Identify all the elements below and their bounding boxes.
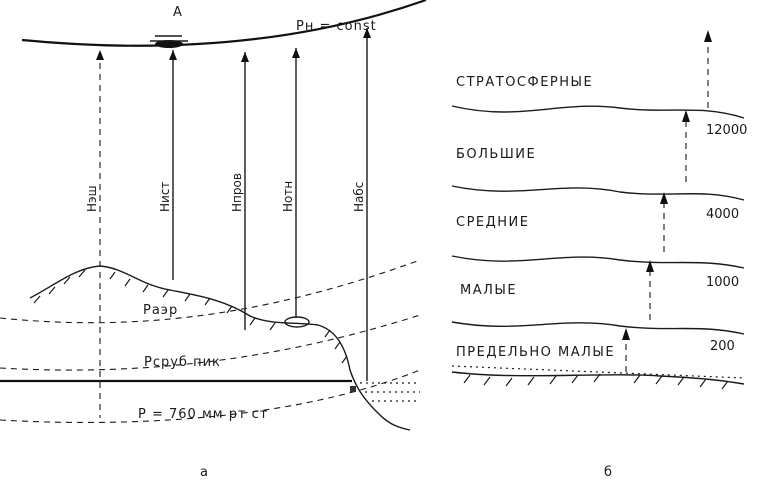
reference-pressure-level xyxy=(0,314,421,371)
altitude-4000: 4000 xyxy=(706,207,739,222)
aircraft-label: A xyxy=(173,5,183,20)
standard-level-label: P = 760 мм рт ст xyxy=(138,407,268,422)
terrain-hatching xyxy=(33,269,348,364)
pressure-label: Pн = const xyxy=(296,19,377,34)
boundary-200 xyxy=(451,321,745,335)
aerodrome-level-label: Pаэр xyxy=(143,303,178,318)
category-high: БОЛЬШИЕ xyxy=(456,147,536,162)
height-arrow-1 xyxy=(96,50,104,60)
terrain-line xyxy=(29,265,411,431)
arrow-head-stratosphere xyxy=(704,30,712,42)
aircraft-icon xyxy=(150,35,188,48)
reference-level-label: Pсруб пик xyxy=(144,355,221,370)
shore-stipple xyxy=(350,382,420,402)
height-label-5: Набс xyxy=(352,182,366,212)
height-label-4: Нотн xyxy=(281,181,295,212)
panel-b-caption: б xyxy=(604,465,613,480)
arrow-head-high xyxy=(682,110,690,122)
altitude-12000: 12000 xyxy=(706,123,747,138)
category-stratospheric: СТРАТОСФЕРНЫЕ xyxy=(456,75,593,90)
standard-pressure-level xyxy=(0,369,421,424)
height-arrow-2 xyxy=(169,50,177,60)
panel-b: СТРАТОСФЕРНЫЕ БОЛЬШИЕ СРЕДНИЕ МАЛЫЕ ПРЕД… xyxy=(451,30,747,480)
flight-level-curve xyxy=(21,0,427,47)
height-arrow-5 xyxy=(363,28,371,38)
aerodrome-mark xyxy=(284,316,310,328)
altitude-200: 200 xyxy=(710,339,735,354)
altitude-1000: 1000 xyxy=(706,275,739,290)
arrow-head-very-low xyxy=(622,328,630,340)
category-very-low: ПРЕДЕЛЬНО МАЛЫЕ xyxy=(456,345,615,360)
panel-b-ground-dots xyxy=(451,365,745,379)
boundary-4000 xyxy=(451,185,745,201)
panel-b-ground-hatching xyxy=(463,373,729,390)
height-arrow-4 xyxy=(292,48,300,58)
arrow-head-low xyxy=(646,260,654,272)
category-low: МАЛЫЕ xyxy=(460,283,517,298)
arrow-head-medium xyxy=(660,192,668,204)
height-label-2: Нист xyxy=(158,182,172,212)
height-label-1: Нэш xyxy=(85,185,99,212)
panel-a: A Pн = const xyxy=(0,0,427,480)
height-arrow-3 xyxy=(241,52,249,62)
boundary-1000 xyxy=(451,255,745,269)
panel-b-ground xyxy=(451,371,745,385)
category-medium: СРЕДНИЕ xyxy=(456,215,530,230)
panel-a-caption: а xyxy=(200,465,209,480)
aerodrome-pressure-level xyxy=(0,259,421,324)
boundary-12000 xyxy=(451,105,745,119)
height-label-3: Нпров xyxy=(230,173,244,212)
